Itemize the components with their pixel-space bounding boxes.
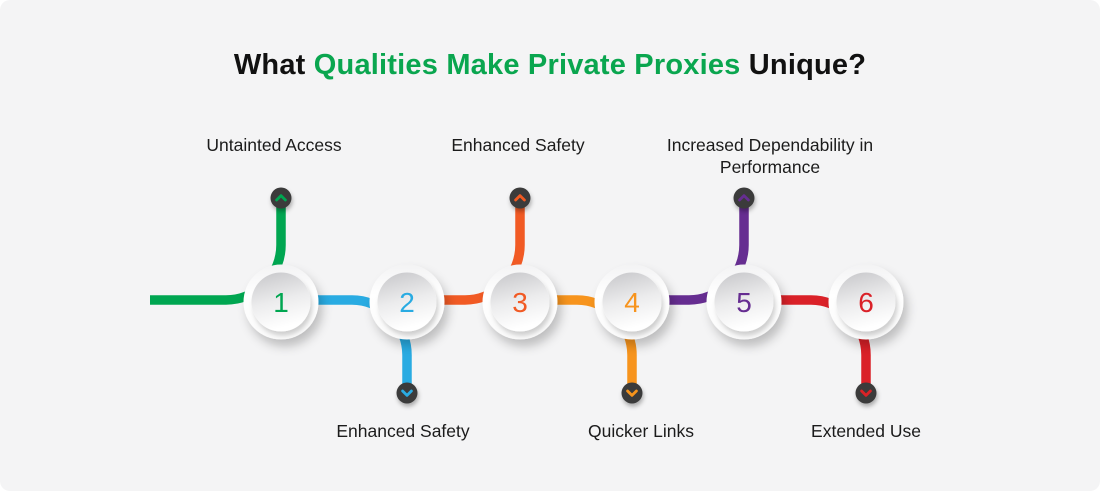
step-6-label: Extended Use [811,421,921,441]
chevron-up-icon [514,194,526,202]
chevron-down-icon [626,389,638,397]
marker-dot [855,382,877,404]
step-4-label: Quicker Links [587,421,695,441]
step-5-label: Increased Dependability in Performance [666,135,874,177]
infographic-title: What Qualities Make Private Proxies Uniq… [0,48,1100,82]
step-6-endpoint-marker [855,382,877,404]
step-1-label: Untainted Access [206,135,342,155]
chevron-up-icon [738,194,750,202]
marker-dot [270,187,292,209]
title-text-end: Unique? [740,49,867,81]
step-5-node: 5 [706,264,782,340]
step-3-label: Enhanced Safety [451,135,585,155]
marker-dot [396,382,418,404]
step-3-endpoint-marker [509,187,531,209]
chevron-up-icon [275,194,287,202]
step-6-node: 6 [828,264,904,340]
step-4-number: 4 [624,287,640,318]
title-text-start: What [233,49,314,81]
step-1-number: 1 [273,287,289,318]
node-inner-circle [251,272,311,332]
step-3-number: 3 [512,287,528,318]
step-1-node: 1 [243,264,319,340]
marker-dot [509,187,531,209]
step-6-number: 6 [858,287,874,318]
step-1-endpoint-marker [270,187,292,209]
step-2-endpoint-marker [396,382,418,404]
step-5-number: 5 [736,287,752,318]
node-inner-circle [377,272,437,332]
marker-dot [621,382,643,404]
title-highlight: Qualities Make Private Proxies [313,49,741,81]
node-inner-circle [602,272,662,332]
step-4-endpoint-marker [621,382,643,404]
step-2-number: 2 [399,287,415,318]
node-inner-circle [836,272,896,332]
step-3-node: 3 [482,264,558,340]
step-2-node: 2 [369,264,445,340]
step-4-node: 4 [594,264,670,340]
step-2-label: Enhanced Safety [336,421,470,441]
chevron-down-icon [860,389,872,397]
step-5-endpoint-marker [733,187,755,209]
marker-dot [733,187,755,209]
node-inner-circle [714,272,774,332]
node-inner-circle [490,272,550,332]
chevron-down-icon [401,389,413,397]
